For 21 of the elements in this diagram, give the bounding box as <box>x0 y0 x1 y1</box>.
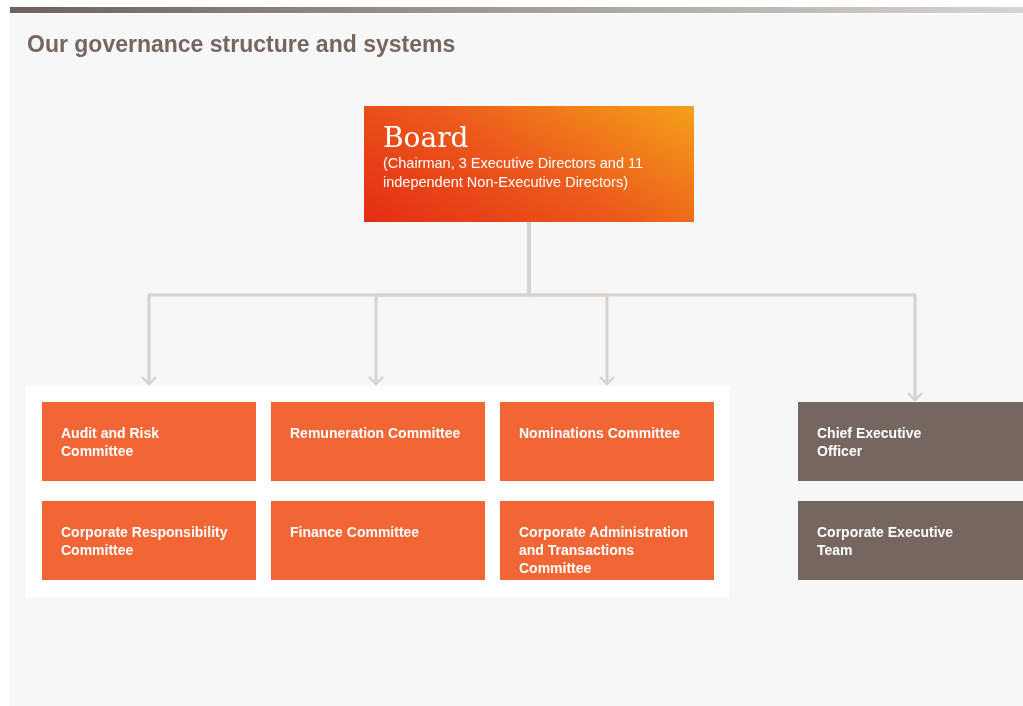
box-label: Nominations Committee <box>519 424 681 442</box>
board-heading: Board <box>383 122 470 154</box>
committee-box <box>271 402 485 481</box>
board-description: (Chairman, 3 Executive Directors and 11 independent Non-Executive Directors) <box>383 154 645 192</box>
board-box <box>364 106 694 222</box>
box-label: Chief Executive Officer <box>817 424 923 460</box>
committee-box <box>42 501 256 580</box>
box-label: Corporate Responsibility Committee <box>61 523 229 559</box>
executive-box <box>798 402 1023 481</box>
committee-box <box>500 402 714 481</box>
committee-box <box>500 501 714 580</box>
committee-box <box>271 501 485 580</box>
box-label: Corporate Administration and Transactions Committee <box>519 523 690 577</box>
committee-box <box>42 402 256 481</box>
box-label: Audit and Risk Committee <box>61 424 160 460</box>
committee-panel <box>26 386 730 597</box>
box-label: Corporate Executive Team <box>817 523 955 559</box>
box-label: Finance Committee <box>290 523 421 541</box>
box-label: Remuneration Committee <box>290 424 462 442</box>
title: Our governance structure and systems <box>27 31 456 58</box>
executive-box <box>798 501 1023 580</box>
